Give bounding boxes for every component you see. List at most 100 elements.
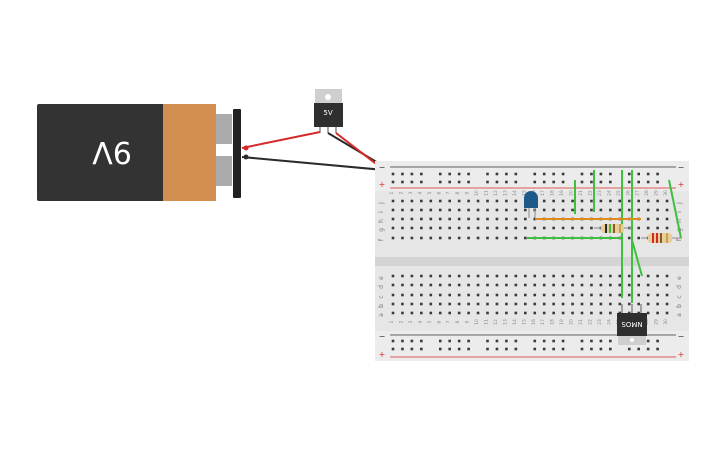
terminal-hole[interactable] <box>410 199 414 203</box>
terminal-hole[interactable] <box>438 199 442 203</box>
terminal-hole[interactable] <box>457 226 461 230</box>
terminal-hole[interactable] <box>542 199 546 203</box>
terminal-hole[interactable] <box>524 236 527 240</box>
wire-green-6[interactable] <box>668 179 682 239</box>
terminal-hole[interactable] <box>627 274 631 278</box>
terminal-hole[interactable] <box>609 208 612 212</box>
terminal-hole[interactable] <box>665 311 669 315</box>
terminal-hole[interactable] <box>401 311 404 315</box>
rail-hole[interactable] <box>533 172 537 176</box>
terminal-hole[interactable] <box>505 302 508 306</box>
terminal-hole[interactable] <box>486 302 489 306</box>
terminal-hole[interactable] <box>599 208 603 212</box>
terminal-hole[interactable] <box>420 199 423 203</box>
terminal-hole[interactable] <box>646 226 650 230</box>
terminal-hole[interactable] <box>524 217 527 221</box>
rail-hole[interactable] <box>590 339 593 343</box>
terminal-hole[interactable] <box>646 311 650 315</box>
terminal-hole[interactable] <box>561 208 565 212</box>
terminal-hole[interactable] <box>524 226 527 230</box>
terminal-hole[interactable] <box>590 274 593 278</box>
terminal-hole[interactable] <box>637 199 640 203</box>
terminal-hole[interactable] <box>429 199 433 203</box>
terminal-hole[interactable] <box>637 236 640 240</box>
terminal-hole[interactable] <box>495 208 499 212</box>
terminal-hole[interactable] <box>505 311 508 315</box>
terminal-hole[interactable] <box>448 208 451 212</box>
terminal-hole[interactable] <box>524 283 527 287</box>
rail-hole[interactable] <box>609 172 612 176</box>
terminal-hole[interactable] <box>646 302 650 306</box>
terminal-hole[interactable] <box>656 293 659 297</box>
resistor-2[interactable] <box>641 233 682 243</box>
terminal-hole[interactable] <box>495 293 499 297</box>
rail-hole[interactable] <box>391 180 395 184</box>
rail-hole[interactable] <box>580 172 584 176</box>
rail-hole[interactable] <box>457 172 461 176</box>
terminal-hole[interactable] <box>420 293 423 297</box>
rail-hole[interactable] <box>580 339 584 343</box>
terminal-hole[interactable] <box>665 274 669 278</box>
terminal-hole[interactable] <box>391 293 395 297</box>
terminal-hole[interactable] <box>476 302 480 306</box>
terminal-hole[interactable] <box>656 311 659 315</box>
rail-hole[interactable] <box>438 347 442 351</box>
wire-green-5[interactable] <box>631 239 643 277</box>
terminal-hole[interactable] <box>410 302 414 306</box>
terminal-hole[interactable] <box>552 274 555 278</box>
terminal-hole[interactable] <box>438 208 442 212</box>
terminal-hole[interactable] <box>486 311 489 315</box>
terminal-hole[interactable] <box>618 199 622 203</box>
wire-black-battery-to-breadboard[interactable] <box>241 156 396 172</box>
rail-hole[interactable] <box>505 347 508 351</box>
terminal-hole[interactable] <box>627 283 631 287</box>
terminal-hole[interactable] <box>580 311 584 315</box>
rail-hole[interactable] <box>514 339 518 343</box>
terminal-hole[interactable] <box>495 274 499 278</box>
terminal-hole[interactable] <box>420 302 423 306</box>
rail-hole[interactable] <box>533 180 537 184</box>
terminal-hole[interactable] <box>457 302 461 306</box>
terminal-hole[interactable] <box>552 208 555 212</box>
terminal-hole[interactable] <box>505 217 508 221</box>
terminal-hole[interactable] <box>656 226 659 230</box>
terminal-hole[interactable] <box>495 283 499 287</box>
terminal-hole[interactable] <box>665 226 669 230</box>
terminal-hole[interactable] <box>467 283 470 287</box>
terminal-hole[interactable] <box>590 302 593 306</box>
terminal-hole[interactable] <box>646 293 650 297</box>
rail-hole[interactable] <box>457 347 461 351</box>
terminal-hole[interactable] <box>618 293 622 297</box>
rail-hole[interactable] <box>391 172 395 176</box>
terminal-hole[interactable] <box>457 283 461 287</box>
terminal-hole[interactable] <box>410 226 414 230</box>
terminal-hole[interactable] <box>457 274 461 278</box>
terminal-hole[interactable] <box>656 302 659 306</box>
rail-hole[interactable] <box>599 347 603 351</box>
terminal-hole[interactable] <box>401 293 404 297</box>
terminal-hole[interactable] <box>476 199 480 203</box>
rail-hole[interactable] <box>580 180 584 184</box>
rail-hole[interactable] <box>438 180 442 184</box>
rail-hole[interactable] <box>495 180 499 184</box>
rail-hole[interactable] <box>457 339 461 343</box>
rail-hole[interactable] <box>656 172 659 176</box>
rail-hole[interactable] <box>486 180 489 184</box>
rail-hole[interactable] <box>495 172 499 176</box>
rail-hole[interactable] <box>599 180 603 184</box>
terminal-hole[interactable] <box>627 199 631 203</box>
nmos-transistor[interactable] <box>617 304 647 345</box>
rail-hole[interactable] <box>542 347 546 351</box>
terminal-hole[interactable] <box>580 274 584 278</box>
terminal-hole[interactable] <box>438 302 442 306</box>
voltage-regulator[interactable] <box>314 89 343 133</box>
terminal-hole[interactable] <box>627 236 631 240</box>
terminal-hole[interactable] <box>524 293 527 297</box>
terminal-hole[interactable] <box>665 283 669 287</box>
terminal-hole[interactable] <box>486 283 489 287</box>
terminal-hole[interactable] <box>656 274 659 278</box>
rail-hole[interactable] <box>448 339 451 343</box>
terminal-hole[interactable] <box>542 283 546 287</box>
terminal-hole[interactable] <box>420 283 423 287</box>
terminal-hole[interactable] <box>410 274 414 278</box>
